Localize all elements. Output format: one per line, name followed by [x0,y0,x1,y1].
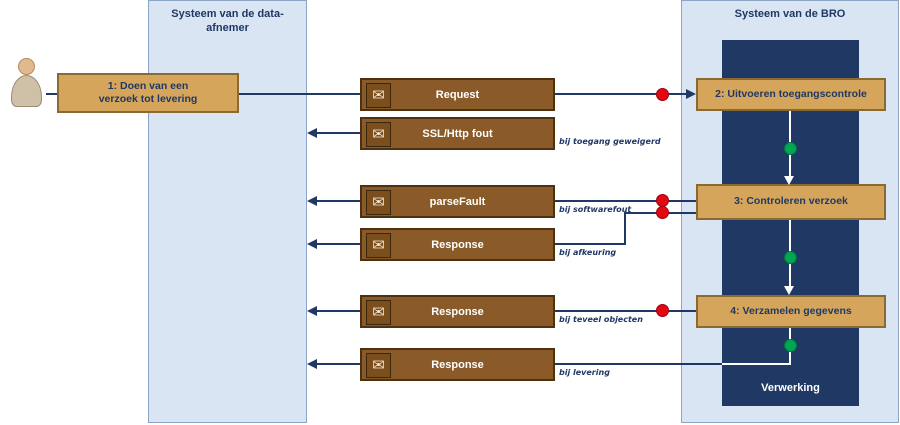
green-status-dot-controle [784,251,797,264]
envelope-icon: ✉ [366,83,391,108]
message-response-2: ✉ Response [360,295,555,328]
connector-step3-parsefault [555,200,696,202]
arrowhead-ssl-return [307,128,317,138]
message-parsefault-label: parseFault [429,195,486,208]
connector-response1-return [315,243,360,245]
red-status-dot-response2 [656,304,669,317]
step-2-label: 2: Uitvoeren toegangscontrole [715,87,867,100]
green-status-dot-levering [784,339,797,352]
message-request-label: Request [435,88,480,101]
consumer-system-title: Systeem van de data-afnemer [171,8,284,35]
connector-step3-elbow-vertical [624,212,626,245]
connector-response3-line [555,363,722,365]
red-status-dot-response1 [656,206,669,219]
envelope-glyph: ✉ [372,87,385,104]
arrowhead-response1-return [307,239,317,249]
envelope-icon: ✉ [366,190,391,215]
condition-note-toegang: bij toegang geweigerd [559,137,661,146]
envelope-icon: ✉ [366,233,391,258]
step-4-label: 4: Verzamelen gegevens [730,304,852,317]
arrowhead-into-step4 [784,286,794,295]
message-response-1: ✉ Response [360,228,555,261]
connector-response2-return [315,310,360,312]
connector-response3-return [315,363,360,365]
arrowhead-response2-return [307,306,317,316]
connector-parsefault-return [315,200,360,202]
actor-body [11,75,42,107]
arrowhead-into-step2 [686,89,696,99]
arrowhead-parsefault-return [307,196,317,206]
step-1-label: 1: Doen van een verzoek tot levering [98,79,198,105]
step-3-box: 3: Controleren verzoek [696,184,886,220]
connector-step4-response2 [555,310,696,312]
arrowhead-response3-return [307,359,317,369]
message-parsefault: ✉ parseFault [360,185,555,218]
actor-head [18,58,35,75]
connector-actor-step1 [46,93,57,95]
step-1-box: 1: Doen van een verzoek tot levering [57,73,239,113]
message-ssl-label: SSL/Http fout [422,127,493,140]
connector-panel-response3 [722,363,791,365]
condition-note-teveel-objecten: bij teveel objecten [559,315,643,324]
step-4-box: 4: Verzamelen gegevens [696,295,886,328]
envelope-icon: ✉ [366,300,391,325]
envelope-glyph: ✉ [372,126,385,143]
bro-system-title: Systeem van de BRO [734,8,846,20]
envelope-glyph: ✉ [372,357,385,374]
condition-note-softwarefout: bij softwarefout [559,205,632,214]
message-ssl-http-fout: ✉ SSL/Http fout [360,117,555,150]
message-response-1-label: Response [431,238,484,251]
condition-note-afkeuring: bij afkeuring [559,248,617,257]
user-actor-icon [8,58,46,110]
consumer-system-lane: Systeem van de data-afnemer [148,0,307,423]
envelope-glyph: ✉ [372,304,385,321]
connector-step1-request [239,93,360,95]
step-2-box: 2: Uitvoeren toegangscontrole [696,78,886,111]
connector-request-step2 [555,93,686,95]
envelope-icon: ✉ [366,353,391,378]
envelope-glyph: ✉ [372,237,385,254]
step-3-label: 3: Controleren verzoek [734,195,848,208]
connector-ssl-return [315,132,360,134]
message-response-3-label: Response [431,358,484,371]
red-status-dot-step2 [656,88,669,101]
envelope-icon: ✉ [366,122,391,147]
message-response-3: ✉ Response [360,348,555,381]
envelope-glyph: ✉ [372,194,385,211]
connector-elbow-response1 [555,243,625,245]
condition-note-levering: bij levering [559,368,610,377]
message-response-2-label: Response [431,305,484,318]
arrowhead-into-step3 [784,176,794,185]
message-request: ✉ Request [360,78,555,111]
green-status-dot-toegang [784,142,797,155]
processing-label: Verwerking [761,382,820,394]
